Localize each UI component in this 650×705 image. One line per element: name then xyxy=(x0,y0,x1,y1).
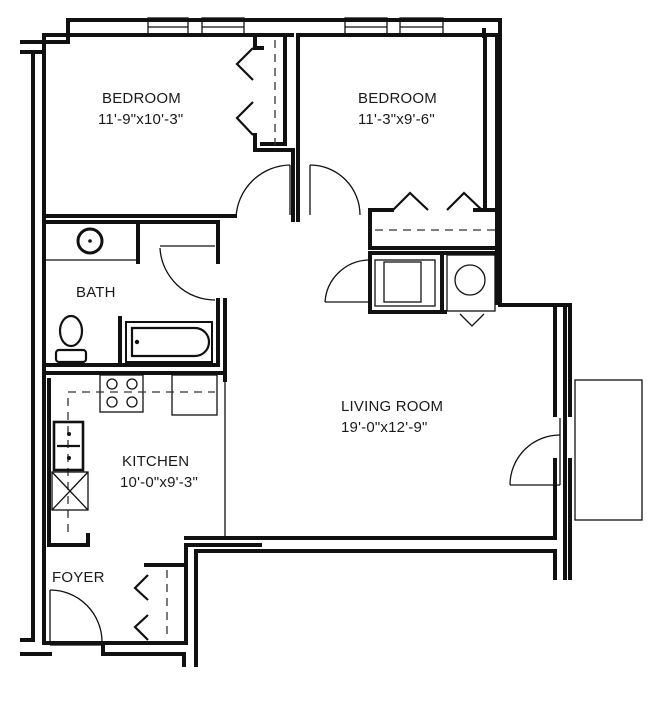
foyer-name: FOYER xyxy=(52,569,105,586)
kitchen-dimensions: 10'-0"x9'-3" xyxy=(120,474,198,491)
washer-icon xyxy=(374,259,436,307)
interior-walls xyxy=(42,35,499,645)
living-room-name: LIVING ROOM xyxy=(341,398,443,415)
exterior-walls xyxy=(20,18,572,667)
bedroom-1-name: BEDROOM xyxy=(102,90,181,107)
kitchen-sink-icon xyxy=(52,420,85,472)
stove-icon xyxy=(99,374,144,413)
bedroom-1-dimensions: 11'-9"x10'-3" xyxy=(98,111,183,128)
kitchen-name: KITCHEN xyxy=(122,453,189,470)
fixtures xyxy=(44,227,643,538)
room-labels: BEDROOM 11'-9"x10'-3" BEDROOM 11'-3"x9'-… xyxy=(52,90,443,586)
bedroom-2-dimensions: 11'-3"x9'-6" xyxy=(358,111,435,128)
living-room-dimensions: 19'-0"x12'-9" xyxy=(341,419,428,436)
windows xyxy=(147,17,444,36)
doors xyxy=(49,164,561,646)
bathtub-icon xyxy=(125,321,213,363)
sink-icon xyxy=(76,227,104,255)
dishwasher-icon xyxy=(51,471,89,511)
toilet-icon xyxy=(58,314,84,348)
refrigerator-icon xyxy=(171,374,218,416)
dryer-icon xyxy=(454,264,486,296)
closet-doors xyxy=(133,40,497,641)
patio xyxy=(574,379,643,521)
bath-name: BATH xyxy=(76,284,116,301)
bedroom-2-name: BEDROOM xyxy=(358,90,437,107)
